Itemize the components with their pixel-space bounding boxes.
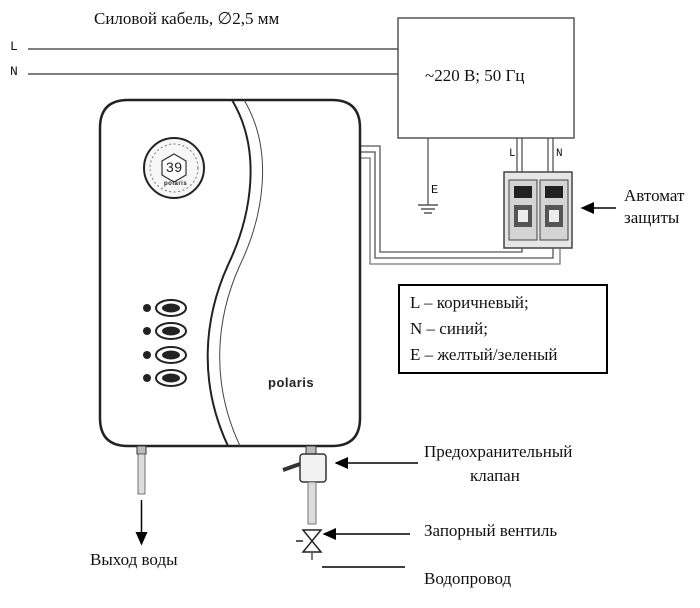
heater-brand: polaris (268, 375, 315, 390)
n-wire-label: N (10, 64, 18, 79)
water-out-label: Выход воды (90, 550, 178, 569)
water-supply-label: Водопровод (424, 569, 512, 588)
breaker-label-line2: защиты (624, 208, 680, 227)
safety-valve-label-line2: клапан (470, 466, 520, 485)
water-outlet-pipe (135, 445, 148, 546)
shutoff-valve-label: Запорный вентиль (424, 521, 558, 540)
power-supply-label: ~220 В; 50 Гц (425, 66, 525, 85)
breaker-pole-l: L (509, 148, 516, 160)
control-buttons (143, 299, 187, 387)
dial-display-value: 39 (166, 159, 183, 175)
cable-label: Силовой кабель, ∅2,5 мм (94, 9, 280, 28)
dial-brand: polaris (164, 181, 188, 187)
power-supply-box (397, 17, 575, 139)
breaker-device (503, 171, 573, 249)
legend-row-e: E – желтый/зеленый (410, 345, 558, 364)
legend-row-l: L – коричневый; (410, 293, 529, 312)
breaker-label-line1: Автомат (624, 186, 685, 205)
safety-valve-label-line1: Предохранительный (424, 442, 573, 461)
temperature-dial (143, 137, 205, 199)
l-wire-label: L (10, 39, 18, 54)
water-heater (98, 98, 362, 448)
earth-symbol (418, 138, 438, 214)
inlet-assembly (282, 445, 327, 560)
earth-label: E (431, 183, 439, 197)
wire-color-legend: L – коричневый; N – синий; E – желтый/зе… (398, 284, 608, 374)
breaker-pole-n: N (556, 148, 563, 160)
legend-row-n: N – синий; (410, 319, 488, 338)
